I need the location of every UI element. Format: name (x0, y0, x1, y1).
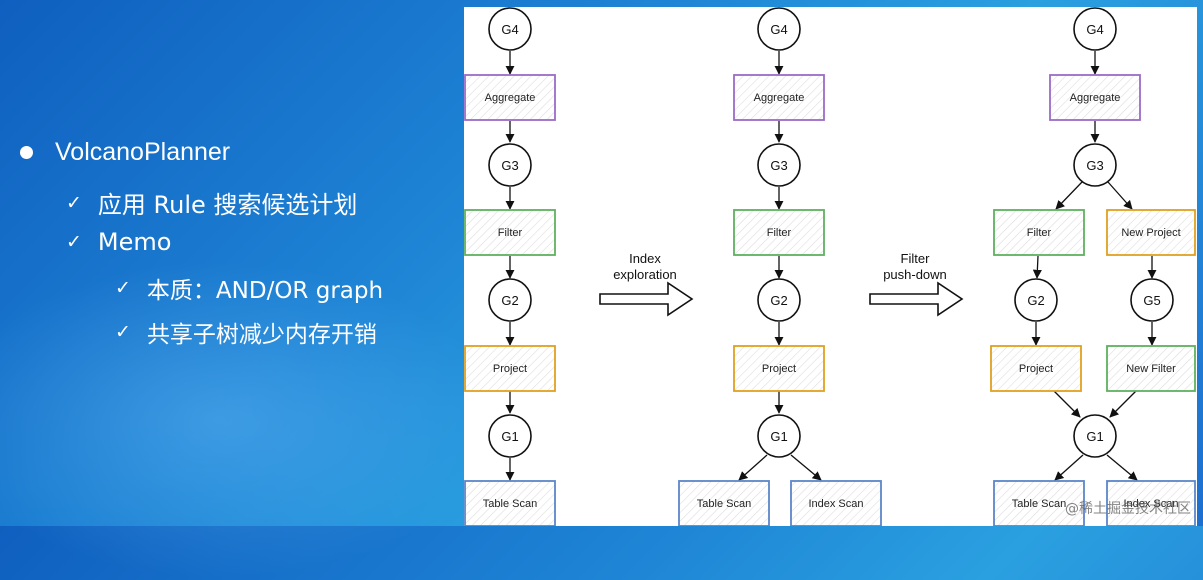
bullet-shared-subtree: ✓ 共享子树减少内存开销 (115, 315, 377, 349)
svg-text:G4: G4 (501, 22, 518, 37)
table-scan-node: Table Scan (993, 480, 1085, 526)
right-plan: G4 Aggregate G3 Filter New Project G2 G5 (990, 7, 1196, 526)
svg-text:G5: G5 (1143, 293, 1160, 308)
big-arrow-icon (869, 281, 964, 317)
edge (790, 454, 822, 481)
bullet-text: 应用 Rule 搜索候选计划 (97, 191, 358, 219)
svg-text:Index Scan: Index Scan (808, 498, 863, 510)
bullet-apply-rule: ✓ 应用 Rule 搜索候选计划 (66, 185, 357, 220)
middle-plan: G4 Aggregate G3 Filter G2 Project G1 Ta (678, 7, 882, 526)
edge (738, 454, 768, 481)
svg-text:Project: Project (493, 363, 527, 375)
svg-text:G1: G1 (770, 429, 787, 444)
bullet-text: 共享子树减少内存开销 (146, 322, 377, 348)
group-node-g3: G3 (488, 143, 532, 187)
svg-text:G2: G2 (1027, 293, 1044, 308)
group-node-g3: G3 (1073, 143, 1117, 187)
group-node-g4: G4 (757, 7, 801, 51)
bullet-list: VolcanoPlanner ✓ 应用 Rule 搜索候选计划 ✓ Memo ✓… (0, 0, 460, 526)
big-arrow-icon (599, 281, 694, 317)
svg-text:Aggregate: Aggregate (754, 92, 805, 104)
svg-text:G1: G1 (501, 429, 518, 444)
svg-text:Project: Project (1019, 363, 1053, 375)
group-node-g2: G2 (488, 278, 532, 322)
edge (1109, 390, 1137, 418)
svg-text:G4: G4 (1086, 22, 1103, 37)
edge (1055, 181, 1083, 210)
index-scan-node: Index Scan (1106, 480, 1196, 526)
edge (1106, 454, 1138, 481)
bullet-and-or-graph: ✓ 本质：AND/OR graph (115, 271, 383, 305)
group-node-g4: G4 (1073, 7, 1117, 51)
svg-text:Aggregate: Aggregate (485, 92, 536, 104)
svg-text:Table Scan: Table Scan (697, 498, 751, 510)
group-node-g1: G1 (488, 414, 532, 458)
new-project-node: New Project (1106, 209, 1196, 256)
watermark: @稀土掘金技术社区 (1065, 501, 1191, 517)
plan-diagram: G4 Aggregate G3 Filter G2 Project G1 Ta (464, 7, 1196, 526)
bullet-text: Memo (97, 228, 172, 256)
svg-text:Index: Index (629, 251, 661, 266)
group-node-g2: G2 (1014, 278, 1058, 322)
bullet-memo: ✓ Memo (66, 228, 171, 256)
index-scan-node: Index Scan (790, 480, 882, 526)
svg-text:G1: G1 (1086, 429, 1103, 444)
svg-text:G2: G2 (501, 293, 518, 308)
svg-text:Filter: Filter (901, 251, 931, 266)
svg-text:G3: G3 (501, 158, 518, 173)
edge (1107, 181, 1133, 210)
svg-text:New Project: New Project (1121, 227, 1180, 239)
group-node-g1: G1 (1073, 414, 1117, 458)
svg-text:exploration: exploration (613, 267, 677, 282)
svg-text:Table Scan: Table Scan (1012, 498, 1066, 510)
svg-text:Project: Project (762, 363, 796, 375)
group-node-g3: G3 (757, 143, 801, 187)
bullet-text: 本质：AND/OR graph (146, 278, 384, 304)
filter-node: Filter (464, 209, 556, 256)
checkmark-icon: ✓ (66, 191, 82, 214)
group-node-g4: G4 (488, 7, 532, 51)
transition-index-exploration: Index exploration (599, 251, 694, 317)
new-filter-node: New Filter (1106, 345, 1196, 392)
project-node: Project (464, 345, 556, 392)
aggregate-node: Aggregate (733, 74, 825, 121)
svg-text:G3: G3 (770, 158, 787, 173)
bullet-dot-icon (20, 146, 33, 159)
aggregate-node: Aggregate (464, 74, 556, 121)
svg-text:Index Scan: Index Scan (1123, 498, 1178, 510)
checkmark-icon: ✓ (115, 321, 131, 343)
svg-text:Filter: Filter (498, 227, 523, 239)
checkmark-icon: ✓ (115, 277, 131, 299)
group-node-g5: G5 (1130, 278, 1174, 322)
project-node: Project (733, 345, 825, 392)
edge (1032, 255, 1042, 279)
svg-text:Filter: Filter (767, 227, 792, 239)
edge (1053, 390, 1081, 418)
svg-text:Table Scan: Table Scan (483, 498, 537, 510)
project-node: Project (990, 345, 1082, 392)
svg-text:G4: G4 (770, 22, 787, 37)
table-scan-node: Table Scan (464, 480, 556, 526)
checkmark-icon: ✓ (66, 231, 82, 253)
table-scan-node: Table Scan (678, 480, 770, 526)
svg-text:push-down: push-down (883, 267, 947, 282)
bullet-volcano-planner: VolcanoPlanner (20, 138, 230, 167)
group-node-g1: G1 (757, 414, 801, 458)
left-plan: G4 Aggregate G3 Filter G2 Project G1 Ta (464, 7, 556, 526)
svg-text:New Filter: New Filter (1126, 363, 1176, 375)
group-node-g2: G2 (757, 278, 801, 322)
filter-node: Filter (993, 209, 1085, 256)
aggregate-node: Aggregate (1049, 74, 1141, 121)
transition-filter-push-down: Filter push-down (869, 251, 964, 317)
diagram-panel: G4 Aggregate G3 Filter G2 Project G1 Ta (464, 7, 1197, 526)
svg-text:G2: G2 (770, 293, 787, 308)
svg-text:Filter: Filter (1027, 227, 1052, 239)
svg-text:G3: G3 (1086, 158, 1103, 173)
edge (1054, 454, 1084, 481)
bullet-text: VolcanoPlanner (55, 138, 231, 166)
svg-text:Aggregate: Aggregate (1070, 92, 1121, 104)
filter-node: Filter (733, 209, 825, 256)
